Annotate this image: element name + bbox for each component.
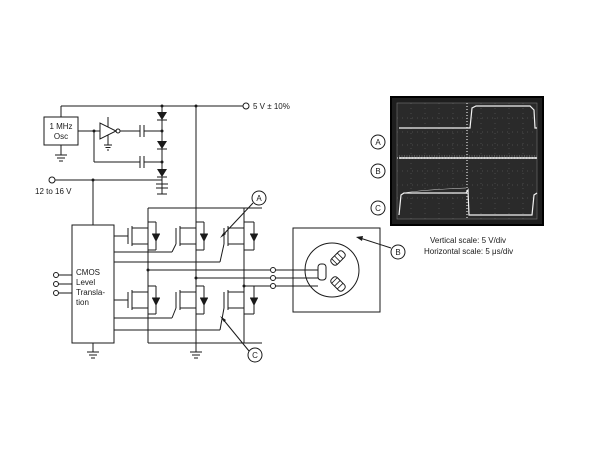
supply-12v-rail: 12 to 16 V xyxy=(35,176,162,225)
probe-b-callout: B xyxy=(356,236,406,260)
motor xyxy=(292,227,381,313)
cmos-level-translation: CMOS Level Transla- tion xyxy=(53,224,220,359)
probe-a-callout: A xyxy=(220,190,267,238)
horizontal-scale-text: Horizontal scale: 5 μs/div xyxy=(424,247,513,256)
oscillator-label-2: Osc xyxy=(54,132,68,141)
cmos-label-1: CMOS xyxy=(76,268,100,277)
scope-trace-labels: A B C xyxy=(370,134,386,216)
trace-label-c: C xyxy=(375,204,381,213)
probe-c-callout: C xyxy=(220,316,263,363)
oscillator: 1 MHz Osc xyxy=(43,106,79,162)
cmos-label-2: Level xyxy=(76,278,95,287)
probe-b-label: B xyxy=(395,248,400,257)
supply-5v-label: 5 V ± 10% xyxy=(253,102,290,111)
oscillator-label-1: 1 MHz xyxy=(49,122,72,131)
oscilloscope xyxy=(390,96,544,226)
supply-5v-rail: 5 V ± 10% xyxy=(61,102,290,111)
probe-a-label: A xyxy=(256,194,262,203)
mosfet-leg-1 xyxy=(127,208,270,343)
supply-12v-label: 12 to 16 V xyxy=(35,187,72,196)
cmos-label-3: Transla- xyxy=(76,288,105,297)
trace-label-a: A xyxy=(375,138,381,147)
mosfet-leg-2 xyxy=(171,208,270,343)
charge-pump xyxy=(139,106,168,195)
probe-c-label: C xyxy=(252,351,258,360)
cmos-label-4: tion xyxy=(76,298,89,307)
vertical-scale-text: Vertical scale: 5 V/div xyxy=(430,236,506,245)
bridge-rails xyxy=(148,106,262,359)
output-terminals xyxy=(270,267,298,289)
trace-label-b: B xyxy=(375,167,380,176)
inverter-buffer xyxy=(78,117,140,163)
mosfet-leg-3 xyxy=(219,208,270,343)
